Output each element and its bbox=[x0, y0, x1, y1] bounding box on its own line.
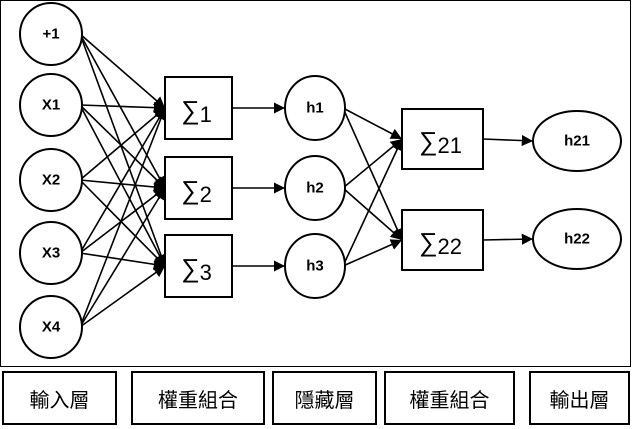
hidden-node-label-0: h1 bbox=[306, 100, 324, 117]
output-node-label-0: h21 bbox=[564, 133, 590, 150]
layer-label-weights-2: 權重組合 bbox=[384, 371, 515, 425]
edge-input1-sum1-1 bbox=[79, 104, 166, 189]
hidden-node-label-2: h3 bbox=[306, 258, 324, 275]
edge-hidden2-sum2-0 bbox=[342, 138, 403, 267]
edge-sum2-0-output0 bbox=[482, 134, 534, 147]
output-node-0 bbox=[532, 110, 622, 172]
edge-hidden0-sum2-0 bbox=[342, 107, 403, 140]
sum1-box-1 bbox=[164, 156, 233, 220]
edge-input2-sum1-1 bbox=[79, 179, 166, 193]
edge-input4-sum1-1 bbox=[79, 187, 166, 328]
sum2-box-1 bbox=[401, 209, 484, 271]
input-node-4 bbox=[19, 295, 83, 359]
edge-hidden1-sum2-0 bbox=[342, 138, 403, 189]
sum1-box-0 bbox=[164, 76, 233, 140]
edge-input0-sum1-0 bbox=[79, 33, 166, 109]
edge-input1-sum1-2 bbox=[79, 104, 166, 267]
edge-input3-sum1-2 bbox=[79, 252, 166, 270]
edge-input2-sum1-2 bbox=[79, 179, 166, 267]
edge-input3-sum1-0 bbox=[79, 107, 166, 254]
input-node-2 bbox=[19, 148, 83, 212]
input-node-label-2: X2 bbox=[42, 172, 60, 189]
layer-label-hidden: 隱藏層 bbox=[272, 371, 377, 425]
hidden-node-1 bbox=[284, 155, 346, 221]
sum1-box-2-label: ∑3 bbox=[181, 253, 212, 285]
sum1-box-2 bbox=[164, 234, 233, 298]
edge-input0-sum1-1 bbox=[79, 33, 166, 189]
edge-hidden1-sum2-1 bbox=[342, 187, 403, 241]
input-node-label-0: +1 bbox=[42, 26, 59, 43]
layer-label-weights-1: 權重組合 bbox=[131, 371, 265, 425]
sum2-box-0 bbox=[401, 108, 484, 170]
edge-input3-sum1-1 bbox=[79, 187, 166, 254]
input-node-label-1: X1 bbox=[42, 97, 60, 114]
edge-input1-sum1-0 bbox=[79, 102, 166, 114]
hidden-node-0 bbox=[284, 75, 346, 141]
edge-hidden2-sum2-1 bbox=[342, 239, 403, 267]
diagram-frame bbox=[0, 0, 631, 367]
output-node-label-1: h22 bbox=[564, 231, 590, 248]
edge-hidden0-sum2-1 bbox=[342, 107, 403, 241]
edge-input4-sum1-2 bbox=[79, 265, 166, 328]
layer-label-input: 輸入層 bbox=[2, 371, 117, 425]
edge-input2-sum1-0 bbox=[79, 107, 166, 181]
input-node-label-3: X3 bbox=[42, 245, 60, 262]
input-node-0 bbox=[19, 2, 83, 66]
input-node-label-4: X4 bbox=[42, 319, 61, 336]
sum1-box-0-label: ∑1 bbox=[181, 95, 212, 127]
edge-input4-sum1-0 bbox=[79, 107, 167, 328]
edge-sum2-1-output1 bbox=[482, 233, 534, 245]
input-node-1 bbox=[19, 73, 83, 137]
layer-label-output: 輸出層 bbox=[529, 371, 630, 425]
output-node-1 bbox=[532, 208, 622, 270]
hidden-node-2 bbox=[284, 233, 346, 299]
input-node-3 bbox=[19, 221, 83, 285]
hidden-node-label-1: h2 bbox=[306, 180, 324, 197]
edge-input0-sum1-2 bbox=[79, 33, 167, 267]
